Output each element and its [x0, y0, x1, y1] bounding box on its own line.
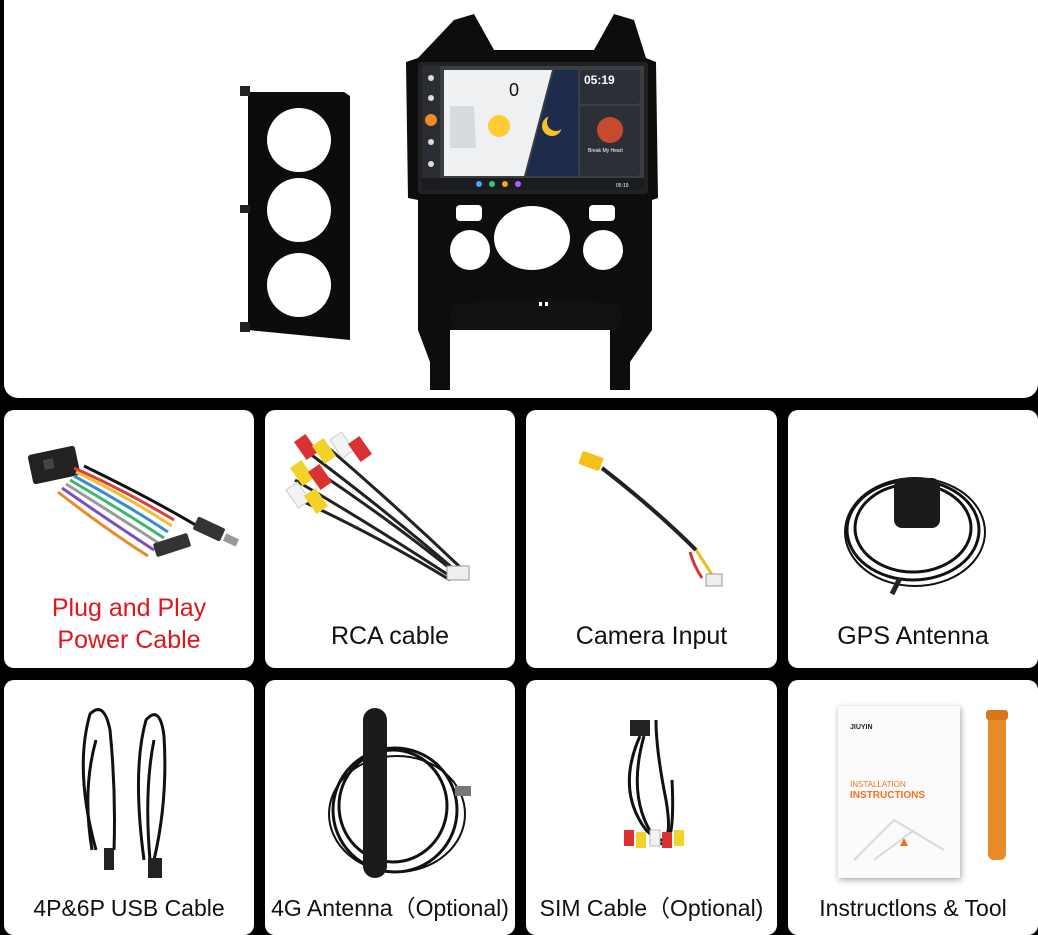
instruction-manual: JIUYIN INSTALLATION INSTRUCTIONS — [838, 706, 960, 878]
item-card-gps-antenna: GPS Antenna — [788, 410, 1038, 668]
item-card-rca-cable: RCA cable — [265, 410, 515, 668]
item-label: RCA cable — [330, 622, 450, 650]
item-label: 4G Antenna（Optional) — [271, 895, 509, 921]
sim-cable-icon — [624, 719, 684, 848]
4g-antenna-icon — [328, 708, 471, 878]
main-unit — [406, 14, 658, 390]
item-card-power-cable: Plug and Play Power Cable — [4, 410, 254, 668]
screen-speed: 0 — [509, 80, 519, 100]
item-card-usb-cable: 4P&6P USB Cable — [4, 680, 254, 935]
manual-brand: JIUYIN — [850, 724, 873, 731]
usb-cable-icon — [81, 708, 167, 878]
head-unit-illustration: 0 05:19 Break My Heart 05:19 — [240, 14, 658, 390]
manual-heading-line1: INSTALLATION — [850, 780, 906, 789]
item-label: 4P&6P USB Cable — [33, 895, 225, 921]
manual-heading-line2: INSTRUCTIONS — [850, 790, 925, 801]
item-label: Instructlons & Tool — [819, 895, 1007, 921]
item-label: GPS Antenna — [837, 622, 989, 650]
side-bezel-frame — [240, 86, 350, 340]
item-label: SIM Cable（Optional) — [539, 895, 764, 921]
item-label-line1: Plug and Play — [51, 594, 207, 622]
item-label-line2: Power Cable — [57, 626, 201, 654]
manual-diagram — [853, 818, 945, 861]
screen-status-clock: 05:19 — [616, 183, 629, 189]
item-card-sim-cable: SIM Cable（Optional) — [526, 680, 777, 935]
item-card-instructions-tool: JIUYIN INSTALLATION INSTRUCTIONS Instruc… — [788, 680, 1038, 935]
item-card-camera-input: Camera Input — [526, 410, 777, 668]
pry-tool-icon — [986, 710, 1008, 860]
hero-panel: 0 05:19 Break My Heart 05:19 — [4, 0, 1038, 398]
gps-antenna-icon — [844, 477, 986, 596]
screen-music-title: Break My Heart — [588, 148, 623, 154]
power-cable-icon — [27, 445, 240, 558]
item-card-4g-antenna: 4G Antenna（Optional) — [265, 680, 515, 935]
item-label: Camera Input — [575, 622, 728, 650]
rca-cable-icon — [285, 431, 470, 582]
camera-cable-icon — [578, 451, 723, 587]
screen-clock: 05:19 — [584, 73, 615, 87]
